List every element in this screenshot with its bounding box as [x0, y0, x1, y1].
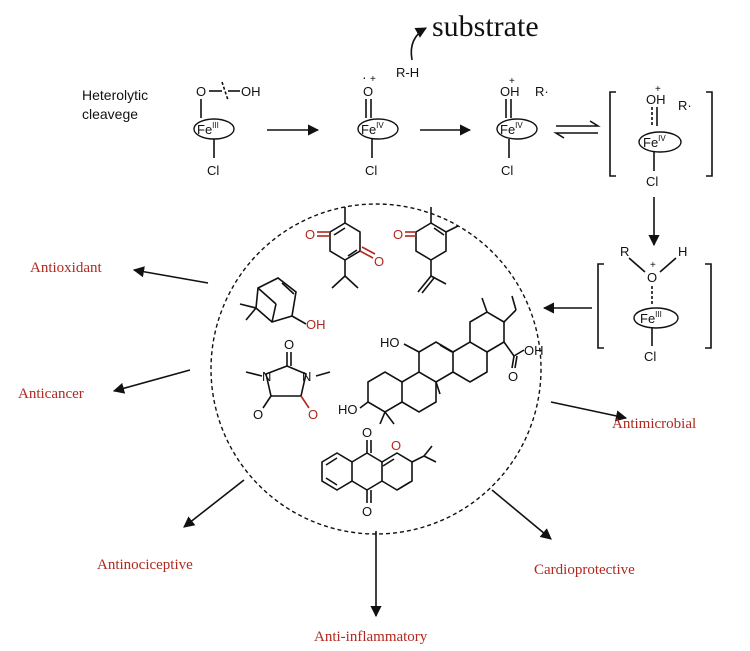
plus-charge: +: [655, 84, 661, 95]
trione-oxygen-2: O: [253, 407, 263, 422]
compound-imidazolidinetrione: N N O O O: [245, 337, 331, 422]
curved-arrow: [410, 27, 427, 61]
compound-naphthoquinone: O O O: [321, 425, 437, 519]
heme-plane: [633, 307, 679, 329]
quinone-oxygen-2: O: [374, 254, 384, 269]
bracketed-radical-pair: + OH R· FeIV Cl: [609, 84, 713, 189]
triterpenoid-ho-2: HO: [338, 402, 358, 417]
plus-charge: +: [370, 74, 376, 85]
naphthoquinone-oxygen-1: O: [362, 425, 372, 440]
cleavege-label: cleavege: [82, 106, 138, 122]
o-atom: O: [363, 84, 373, 99]
radical-dot: ·: [362, 69, 367, 85]
label-antioxidant: Antioxidant: [30, 260, 102, 276]
arrow-antimicrobial: [550, 401, 628, 422]
fe-atom: FeIV: [361, 121, 384, 137]
oh-group: OH: [500, 84, 520, 99]
compound-triterpenoid: HO HO O OH: [338, 295, 544, 425]
cl-atom: Cl: [644, 349, 656, 364]
n-atom-2: N: [302, 369, 311, 384]
triterpenoid-ho-1: HO: [380, 335, 400, 350]
n-atom-1: N: [262, 369, 271, 384]
label-antinociceptive: Antinociceptive: [97, 557, 193, 573]
trione-oxygen-3: O: [308, 407, 318, 422]
r-radical: R·: [535, 84, 549, 99]
triterpenoid-oh: OH: [524, 343, 544, 358]
pyran-oxygen: O: [391, 438, 401, 453]
arrow-antinociceptive: [183, 479, 245, 528]
bracketed-alcohol-complex: R H + O FeIII Cl: [597, 244, 712, 364]
compound-carvone: O: [393, 207, 459, 294]
r-radical: R·: [678, 98, 692, 113]
substrate-label: substrate: [432, 10, 539, 43]
r-group: R: [620, 244, 629, 259]
label-cardioprotective: Cardioprotective: [534, 562, 635, 578]
fe-atom: FeIV: [643, 134, 666, 150]
naphthoquinone-oxygen-2: O: [362, 504, 372, 519]
arrow-anticancer: [112, 369, 191, 394]
fe-atom: FeIII: [640, 310, 662, 326]
oh-group: OH: [241, 84, 261, 99]
h-atom: H: [678, 244, 687, 259]
label-anti-inflammatory: Anti-inflammatory: [314, 629, 428, 645]
cl-atom: Cl: [501, 163, 513, 178]
label-anticancer: Anticancer: [18, 386, 84, 402]
complex-fe-iii-hydroperoxo: Heterolytic cleavege O OH FeIII Cl: [82, 81, 261, 178]
heme-plane: [357, 118, 399, 140]
compound-quinone: O O: [305, 207, 384, 289]
heme-plane: [638, 131, 682, 153]
carvone-oxygen: O: [393, 227, 403, 242]
fe-atom: FeIII: [197, 121, 219, 137]
cl-atom: Cl: [365, 163, 377, 178]
quinone-oxygen-1: O: [305, 227, 315, 242]
arrow-antioxidant: [132, 266, 209, 284]
heterolytic-label: Heterolytic: [82, 87, 148, 103]
compound-myrtenol: OH: [239, 277, 326, 332]
o-atom: O: [196, 84, 206, 99]
plus-charge: +: [509, 76, 515, 87]
plus-charge: +: [650, 260, 656, 271]
o-atom: O: [647, 270, 657, 285]
arrow-cardioprotective: [491, 489, 552, 540]
trione-oxygen-1: O: [284, 337, 294, 352]
fe-atom: FeIV: [500, 121, 523, 137]
complex-compound-i: · + O FeIV Cl: [357, 69, 399, 178]
myrtenol-oh: OH: [306, 317, 326, 332]
cleavage-mark: [221, 81, 229, 101]
heme-plane: [496, 118, 538, 140]
label-antimicrobial: Antimicrobial: [612, 416, 696, 432]
complex-compound-ii: + OH R· FeIV Cl: [496, 76, 549, 178]
equilibrium-arrows: [553, 120, 601, 139]
cl-atom: Cl: [646, 174, 658, 189]
triterpenoid-o: O: [508, 369, 518, 384]
cl-atom: Cl: [207, 163, 219, 178]
rh-label: R-H: [396, 65, 419, 80]
oh-group: OH: [646, 92, 666, 107]
